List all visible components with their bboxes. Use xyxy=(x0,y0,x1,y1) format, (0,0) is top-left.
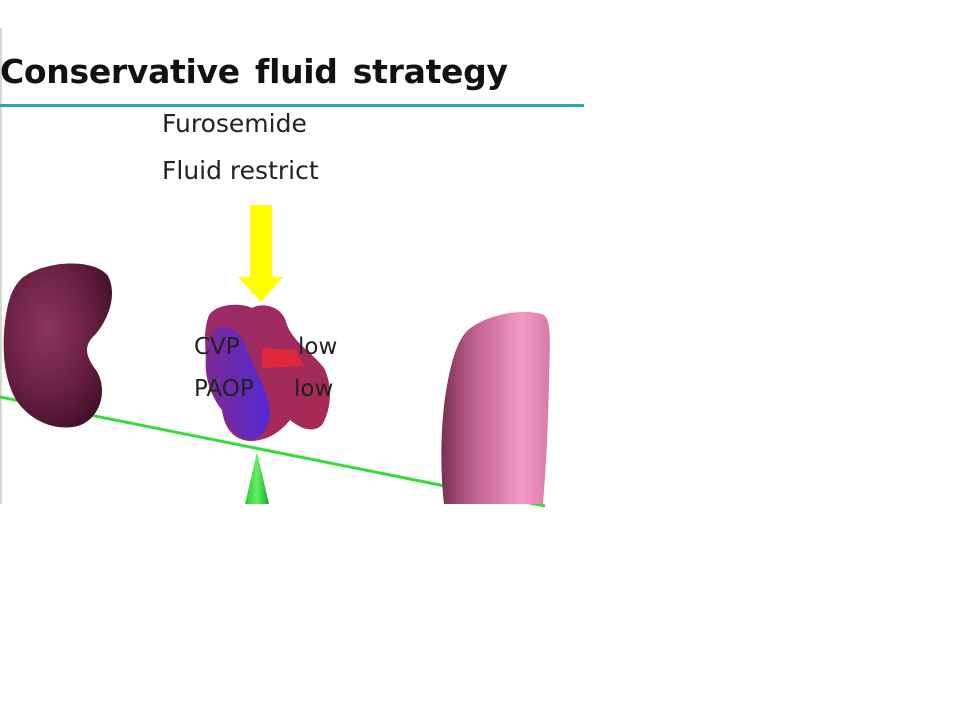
slide-title: Conservative fluid strategy xyxy=(0,52,508,91)
heart-icon xyxy=(205,304,330,441)
treatment-furosemide: Furosemide xyxy=(162,109,307,138)
fulcrum-icon xyxy=(245,452,269,504)
lung-icon xyxy=(441,311,550,504)
treatment-fluid-restrict: Fluid restrict xyxy=(162,156,319,185)
down-arrow-icon xyxy=(238,205,283,302)
paop-value: low xyxy=(294,376,334,402)
cvp-label: CVP xyxy=(194,334,240,360)
kidney-icon xyxy=(3,263,113,428)
cvp-value: low xyxy=(298,334,338,360)
paop-label: PAOP xyxy=(194,376,254,402)
title-underline xyxy=(0,104,584,107)
slide-edge-line xyxy=(0,28,2,504)
